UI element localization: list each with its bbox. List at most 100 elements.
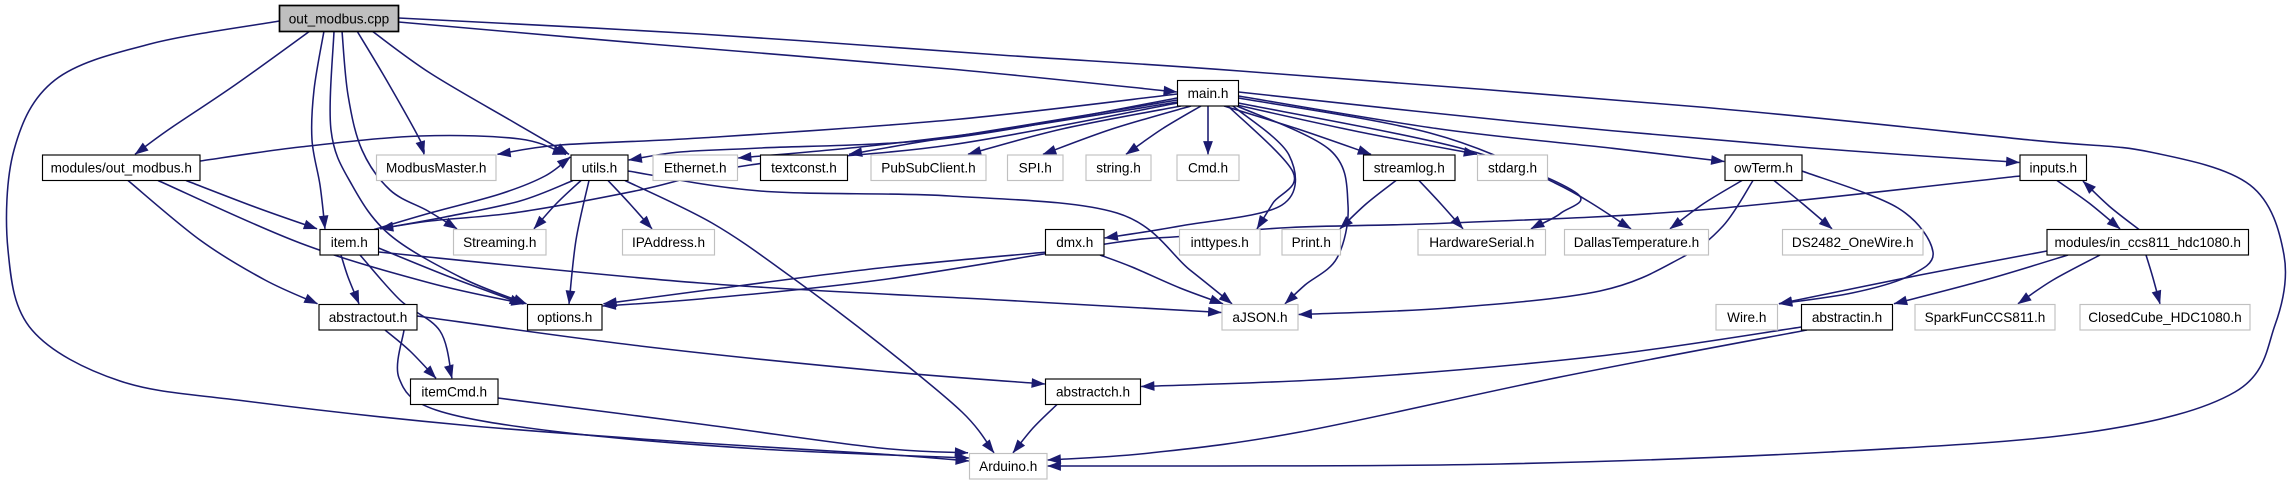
node-box-ajson_h bbox=[1221, 303, 1299, 331]
node-out_modbus_cpp: out_modbus.cpp bbox=[278, 4, 400, 33]
node-box-abstractin_h bbox=[1800, 303, 1894, 331]
node-label-owterm_h: owTerm.h bbox=[1734, 161, 1793, 176]
edge-out_modbus_cpp-to-utils_h bbox=[371, 30, 570, 155]
node-label-stdarg_h: stdarg.h bbox=[1488, 161, 1537, 176]
edge-main_h-to-ethernet_h bbox=[737, 101, 1178, 162]
node-label-spi_h: SPI.h bbox=[1019, 161, 1052, 176]
edge-mod_out_modbus_h-to-item_h bbox=[185, 179, 318, 230]
edge-out_modbus_cpp-to-options_h bbox=[329, 30, 527, 305]
node-label-wire_h: Wire.h bbox=[1727, 310, 1766, 325]
edge-mod_out_modbus_h-to-utils_h bbox=[199, 134, 567, 162]
node-ajson_h: aJSON.h bbox=[1221, 303, 1299, 331]
edge-owterm_h-to-dallastemp_h bbox=[1669, 179, 1743, 230]
edge-out_modbus_cpp-to-mod_out_modbus_h bbox=[134, 30, 311, 155]
node-abstractout_h[interactable]: abstractout.h bbox=[318, 303, 418, 331]
edge-item_h-to-abstractout_h bbox=[340, 254, 360, 305]
node-box-mod_out_modbus_h bbox=[41, 154, 201, 182]
node-label-out_modbus_cpp: out_modbus.cpp bbox=[289, 11, 390, 26]
node-itemcmd_h[interactable]: itemCmd.h bbox=[409, 378, 499, 406]
edge-main_h-to-spi_h bbox=[1042, 105, 1192, 156]
node-dmx_h[interactable]: dmx.h bbox=[1044, 228, 1105, 256]
node-label-ethernet_h: Ethernet.h bbox=[664, 161, 727, 176]
node-options_h[interactable]: options.h bbox=[526, 303, 603, 331]
node-label-sparkfun_h: SparkFunCCS811.h bbox=[1925, 310, 2046, 325]
node-box-dallastemp_h bbox=[1563, 228, 1710, 256]
node-textconst_h[interactable]: textconst.h bbox=[759, 154, 849, 182]
node-box-abstractch_h bbox=[1044, 378, 1142, 406]
edge-utils_h-to-item_h bbox=[379, 179, 574, 232]
node-mod_out_modbus_h[interactable]: modules/out_modbus.h bbox=[41, 154, 201, 182]
node-box-main_h bbox=[1176, 79, 1240, 107]
node-streamlog_h[interactable]: streamlog.h bbox=[1362, 154, 1456, 182]
node-hardwareserial_h: HardwareSerial.h bbox=[1417, 228, 1547, 256]
node-abstractch_h[interactable]: abstractch.h bbox=[1044, 378, 1142, 406]
node-label-abstractin_h: abstractin.h bbox=[1812, 310, 1882, 325]
node-inttypes_h: inttypes.h bbox=[1178, 228, 1261, 256]
edge-main_h-to-pubsubclient_h bbox=[967, 105, 1182, 156]
node-box-ipaddress_h bbox=[621, 228, 716, 256]
node-abstractin_h[interactable]: abstractin.h bbox=[1800, 303, 1894, 331]
edge-utils_h-to-streaming_h bbox=[533, 179, 582, 230]
node-label-ds2482_h: DS2482_OneWire.h bbox=[1792, 235, 1914, 250]
node-label-textconst_h: textconst.h bbox=[771, 161, 837, 176]
node-closedcube_h: ClosedCube_HDC1080.h bbox=[2079, 303, 2251, 331]
nodes-layer: out_modbus.cpp main.h modules/out_modbus.h… bbox=[41, 4, 2251, 480]
node-print_h: Print.h bbox=[1281, 228, 1342, 256]
node-box-string_h bbox=[1085, 154, 1152, 182]
edge-main_h-to-dallastemp_h bbox=[1238, 97, 1632, 230]
node-dallastemp_h: DallasTemperature.h bbox=[1563, 228, 1710, 256]
edge-abstractout_h-to-arduino_h bbox=[396, 329, 970, 463]
edge-utils_h-to-arduino_h bbox=[624, 179, 995, 454]
node-label-options_h: options.h bbox=[537, 310, 592, 325]
edge-item_h-to-itemcmd_h bbox=[359, 254, 454, 379]
node-box-abstractout_h bbox=[318, 303, 418, 331]
edge-utils_h-to-ajson_h bbox=[627, 170, 1233, 305]
node-mod_in_ccs811_h[interactable]: modules/in_ccs811_hdc1080.h bbox=[2046, 228, 2250, 256]
node-box-utils_h bbox=[570, 154, 629, 182]
edge-main_h-to-owterm_h bbox=[1238, 95, 1725, 165]
edge-main_h-to-inttypes_h bbox=[1227, 105, 1296, 230]
node-inputs_h[interactable]: inputs.h bbox=[2019, 154, 2088, 182]
node-box-stdarg_h bbox=[1476, 154, 1549, 182]
node-main_h[interactable]: main.h bbox=[1176, 79, 1240, 107]
node-label-streamlog_h: streamlog.h bbox=[1374, 161, 1445, 176]
edge-mod_in_ccs811_h-to-inputs_h bbox=[2082, 180, 2140, 231]
edge-mod_out_modbus_h-to-options_h bbox=[157, 179, 525, 306]
node-label-dmx_h: dmx.h bbox=[1056, 235, 1093, 250]
node-sparkfun_h: SparkFunCCS811.h bbox=[1914, 303, 2056, 331]
node-box-spi_h bbox=[1006, 154, 1064, 182]
node-stdarg_h: stdarg.h bbox=[1476, 154, 1549, 182]
edge-out_modbus_cpp-to-item_h bbox=[310, 30, 329, 230]
node-streaming_h: Streaming.h bbox=[452, 228, 547, 256]
edge-mod_in_ccs811_h-to-sparkfun_h bbox=[2017, 254, 2101, 305]
edge-main_h-to-dmx_h bbox=[1104, 105, 1297, 241]
edge-main_h-to-inputs_h bbox=[1238, 91, 2020, 167]
edge-out_modbus_cpp-to-arduino_h bbox=[398, 17, 2287, 471]
node-wire_h: Wire.h bbox=[1715, 303, 1779, 331]
edge-item_h-to-ajson_h bbox=[378, 251, 1222, 317]
node-label-abstractout_h: abstractout.h bbox=[329, 310, 408, 325]
node-label-ipaddress_h: IPAddress.h bbox=[632, 235, 705, 250]
node-box-inttypes_h bbox=[1178, 228, 1261, 256]
edge-mod_out_modbus_h-to-abstractout_h bbox=[127, 179, 318, 305]
node-box-pubsubclient_h bbox=[870, 154, 987, 182]
node-box-dmx_h bbox=[1044, 228, 1105, 256]
node-box-sparkfun_h bbox=[1914, 303, 2056, 331]
node-label-mod_in_ccs811_h: modules/in_ccs811_hdc1080.h bbox=[2055, 235, 2241, 250]
node-box-hardwareserial_h bbox=[1417, 228, 1547, 256]
node-utils_h[interactable]: utils.h bbox=[570, 154, 629, 182]
edge-main_h-to-modbusmaster_h bbox=[497, 93, 1178, 158]
node-label-string_h: string.h bbox=[1096, 161, 1141, 176]
node-owterm_h[interactable]: owTerm.h bbox=[1724, 154, 1803, 182]
edge-out_modbus_cpp-to-modbusmaster_h bbox=[356, 30, 426, 155]
edge-out_modbus_cpp-to-arduino_h bbox=[5, 20, 970, 465]
node-label-hardwareserial_h: HardwareSerial.h bbox=[1429, 235, 1534, 250]
node-label-cmd_h: Cmd.h bbox=[1188, 161, 1228, 176]
node-box-print_h bbox=[1281, 228, 1342, 256]
node-spi_h: SPI.h bbox=[1006, 154, 1064, 182]
node-box-ethernet_h bbox=[652, 154, 739, 182]
node-box-owterm_h bbox=[1724, 154, 1803, 182]
edge-item_h-to-utils_h bbox=[373, 156, 571, 231]
node-item_h[interactable]: item.h bbox=[319, 228, 380, 256]
edge-abstractin_h-to-arduino_h bbox=[1047, 329, 1808, 464]
